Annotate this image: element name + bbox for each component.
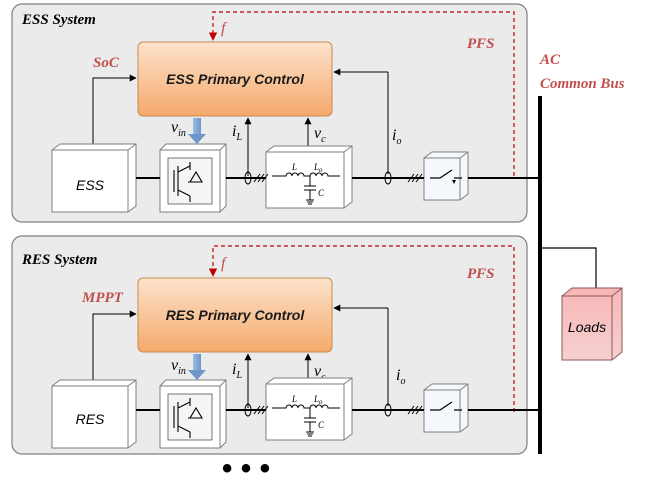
ess-f-feedback-line bbox=[208, 11, 515, 176]
ess-il-label: iL bbox=[232, 123, 242, 143]
res-system-title: RES System bbox=[21, 252, 97, 268]
ess-source-label: ESS bbox=[76, 177, 105, 193]
ess-vin-label: vin bbox=[171, 119, 186, 139]
svg-text:C: C bbox=[318, 188, 325, 198]
svg-text:L: L bbox=[291, 162, 297, 172]
ess-source-block: ESS bbox=[51, 143, 137, 213]
ess-breaker-block bbox=[423, 151, 469, 201]
ess-primary-control-label: ESS Primary Control bbox=[166, 71, 305, 87]
res-mppt-line bbox=[92, 310, 137, 382]
ess-vin-arrow bbox=[193, 118, 201, 136]
res-vin-label: vin bbox=[171, 357, 186, 377]
ess-io-label: io bbox=[392, 127, 401, 147]
more-systems-ellipsis: • • • bbox=[222, 452, 270, 484]
svg-text:L: L bbox=[291, 394, 297, 404]
res-mppt-label: MPPT bbox=[81, 290, 124, 306]
ess-inverter-block bbox=[159, 143, 227, 213]
res-vin-arrow bbox=[193, 354, 201, 372]
ac-bus-label-line1: AC bbox=[539, 52, 561, 68]
ess-lc-filter-block: L Lo C bbox=[265, 145, 353, 209]
res-pfs-label: PFS bbox=[467, 266, 495, 282]
res-io-label: io bbox=[396, 367, 405, 387]
res-f-feedback-line bbox=[208, 245, 515, 412]
ess-vc-label: vc bbox=[314, 125, 326, 145]
svg-text:Lo: Lo bbox=[313, 162, 323, 174]
ess-soc-label: SoC bbox=[93, 55, 120, 71]
res-breaker-block bbox=[423, 383, 469, 433]
ess-system-panel: ESS System ESS Primary Control SoC PFS f… bbox=[11, 3, 540, 223]
load-connection-line bbox=[540, 247, 597, 290]
loads-label: Loads bbox=[568, 319, 606, 335]
res-system-panel: RES System RES Primary Control MPPT PFS … bbox=[11, 235, 540, 455]
svg-text:C: C bbox=[318, 420, 325, 430]
res-inverter-block bbox=[159, 379, 227, 449]
ess-soc-line bbox=[92, 74, 137, 150]
res-lc-filter-block: L Lo C bbox=[265, 377, 353, 441]
loads-block: Loads bbox=[561, 287, 623, 361]
res-source-block: RES bbox=[51, 379, 137, 449]
ess-f-label: f bbox=[221, 20, 228, 37]
res-f-label: f bbox=[221, 255, 228, 272]
svg-text:Lo: Lo bbox=[313, 394, 323, 406]
res-il-label: iL bbox=[232, 361, 242, 381]
res-source-label: RES bbox=[76, 411, 105, 427]
ess-pfs-label: PFS bbox=[467, 36, 495, 52]
ac-bus-label-line2: Common Bus bbox=[540, 76, 625, 92]
ess-primary-control-box bbox=[137, 41, 333, 117]
res-primary-control-box bbox=[137, 277, 333, 353]
res-primary-control-label: RES Primary Control bbox=[166, 307, 306, 323]
ess-system-title: ESS System bbox=[21, 12, 96, 28]
